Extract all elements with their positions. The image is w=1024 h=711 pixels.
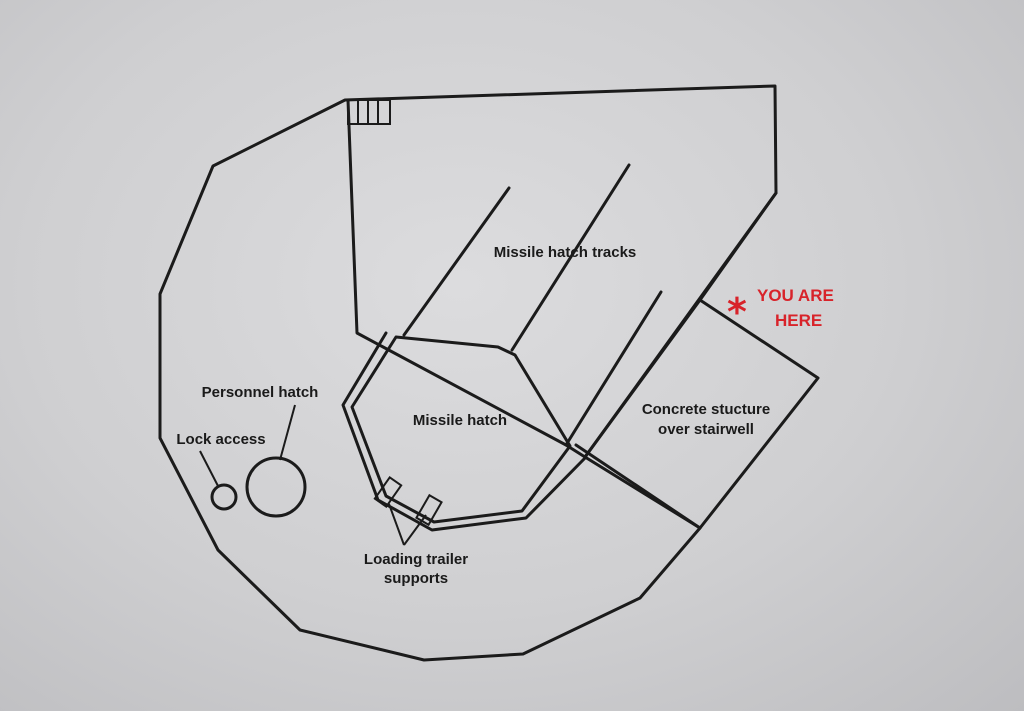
label-loading-trailer: Loading trailer xyxy=(364,551,468,568)
label-loading-supports: supports xyxy=(384,570,448,587)
stairs-icon xyxy=(347,99,391,125)
track-rail-right xyxy=(564,290,663,447)
label-you-are: YOU ARE xyxy=(757,286,834,305)
label-over-stairwell: over stairwell xyxy=(658,421,754,438)
track-rail-left xyxy=(402,186,511,337)
missile-hatch-outer xyxy=(341,331,588,532)
personnel-hatch-circle xyxy=(245,456,307,518)
loading-leader-line xyxy=(388,503,405,546)
lock-access-circle xyxy=(210,483,238,511)
loading-support-block xyxy=(373,475,403,509)
label-missile-hatch-tracks: Missile hatch tracks xyxy=(494,244,637,261)
lower-divider xyxy=(574,443,702,530)
label-personnel-hatch: Personnel hatch xyxy=(202,384,319,401)
loading-leader-line xyxy=(403,514,427,546)
track-rail-middle xyxy=(510,163,631,352)
you-are-here-asterisk: * xyxy=(727,290,747,334)
label-missile-hatch: Missile hatch xyxy=(413,412,507,429)
missile-hatch-inner xyxy=(350,335,572,524)
label-concrete-structure: Concrete stucture xyxy=(642,401,770,418)
lock-leader-line xyxy=(199,450,219,487)
site-boundary xyxy=(158,84,820,662)
personnel-leader-line xyxy=(279,404,296,461)
concrete-structure xyxy=(583,298,702,530)
label-here: HERE xyxy=(775,311,822,330)
label-lock-access: Lock access xyxy=(176,431,265,448)
